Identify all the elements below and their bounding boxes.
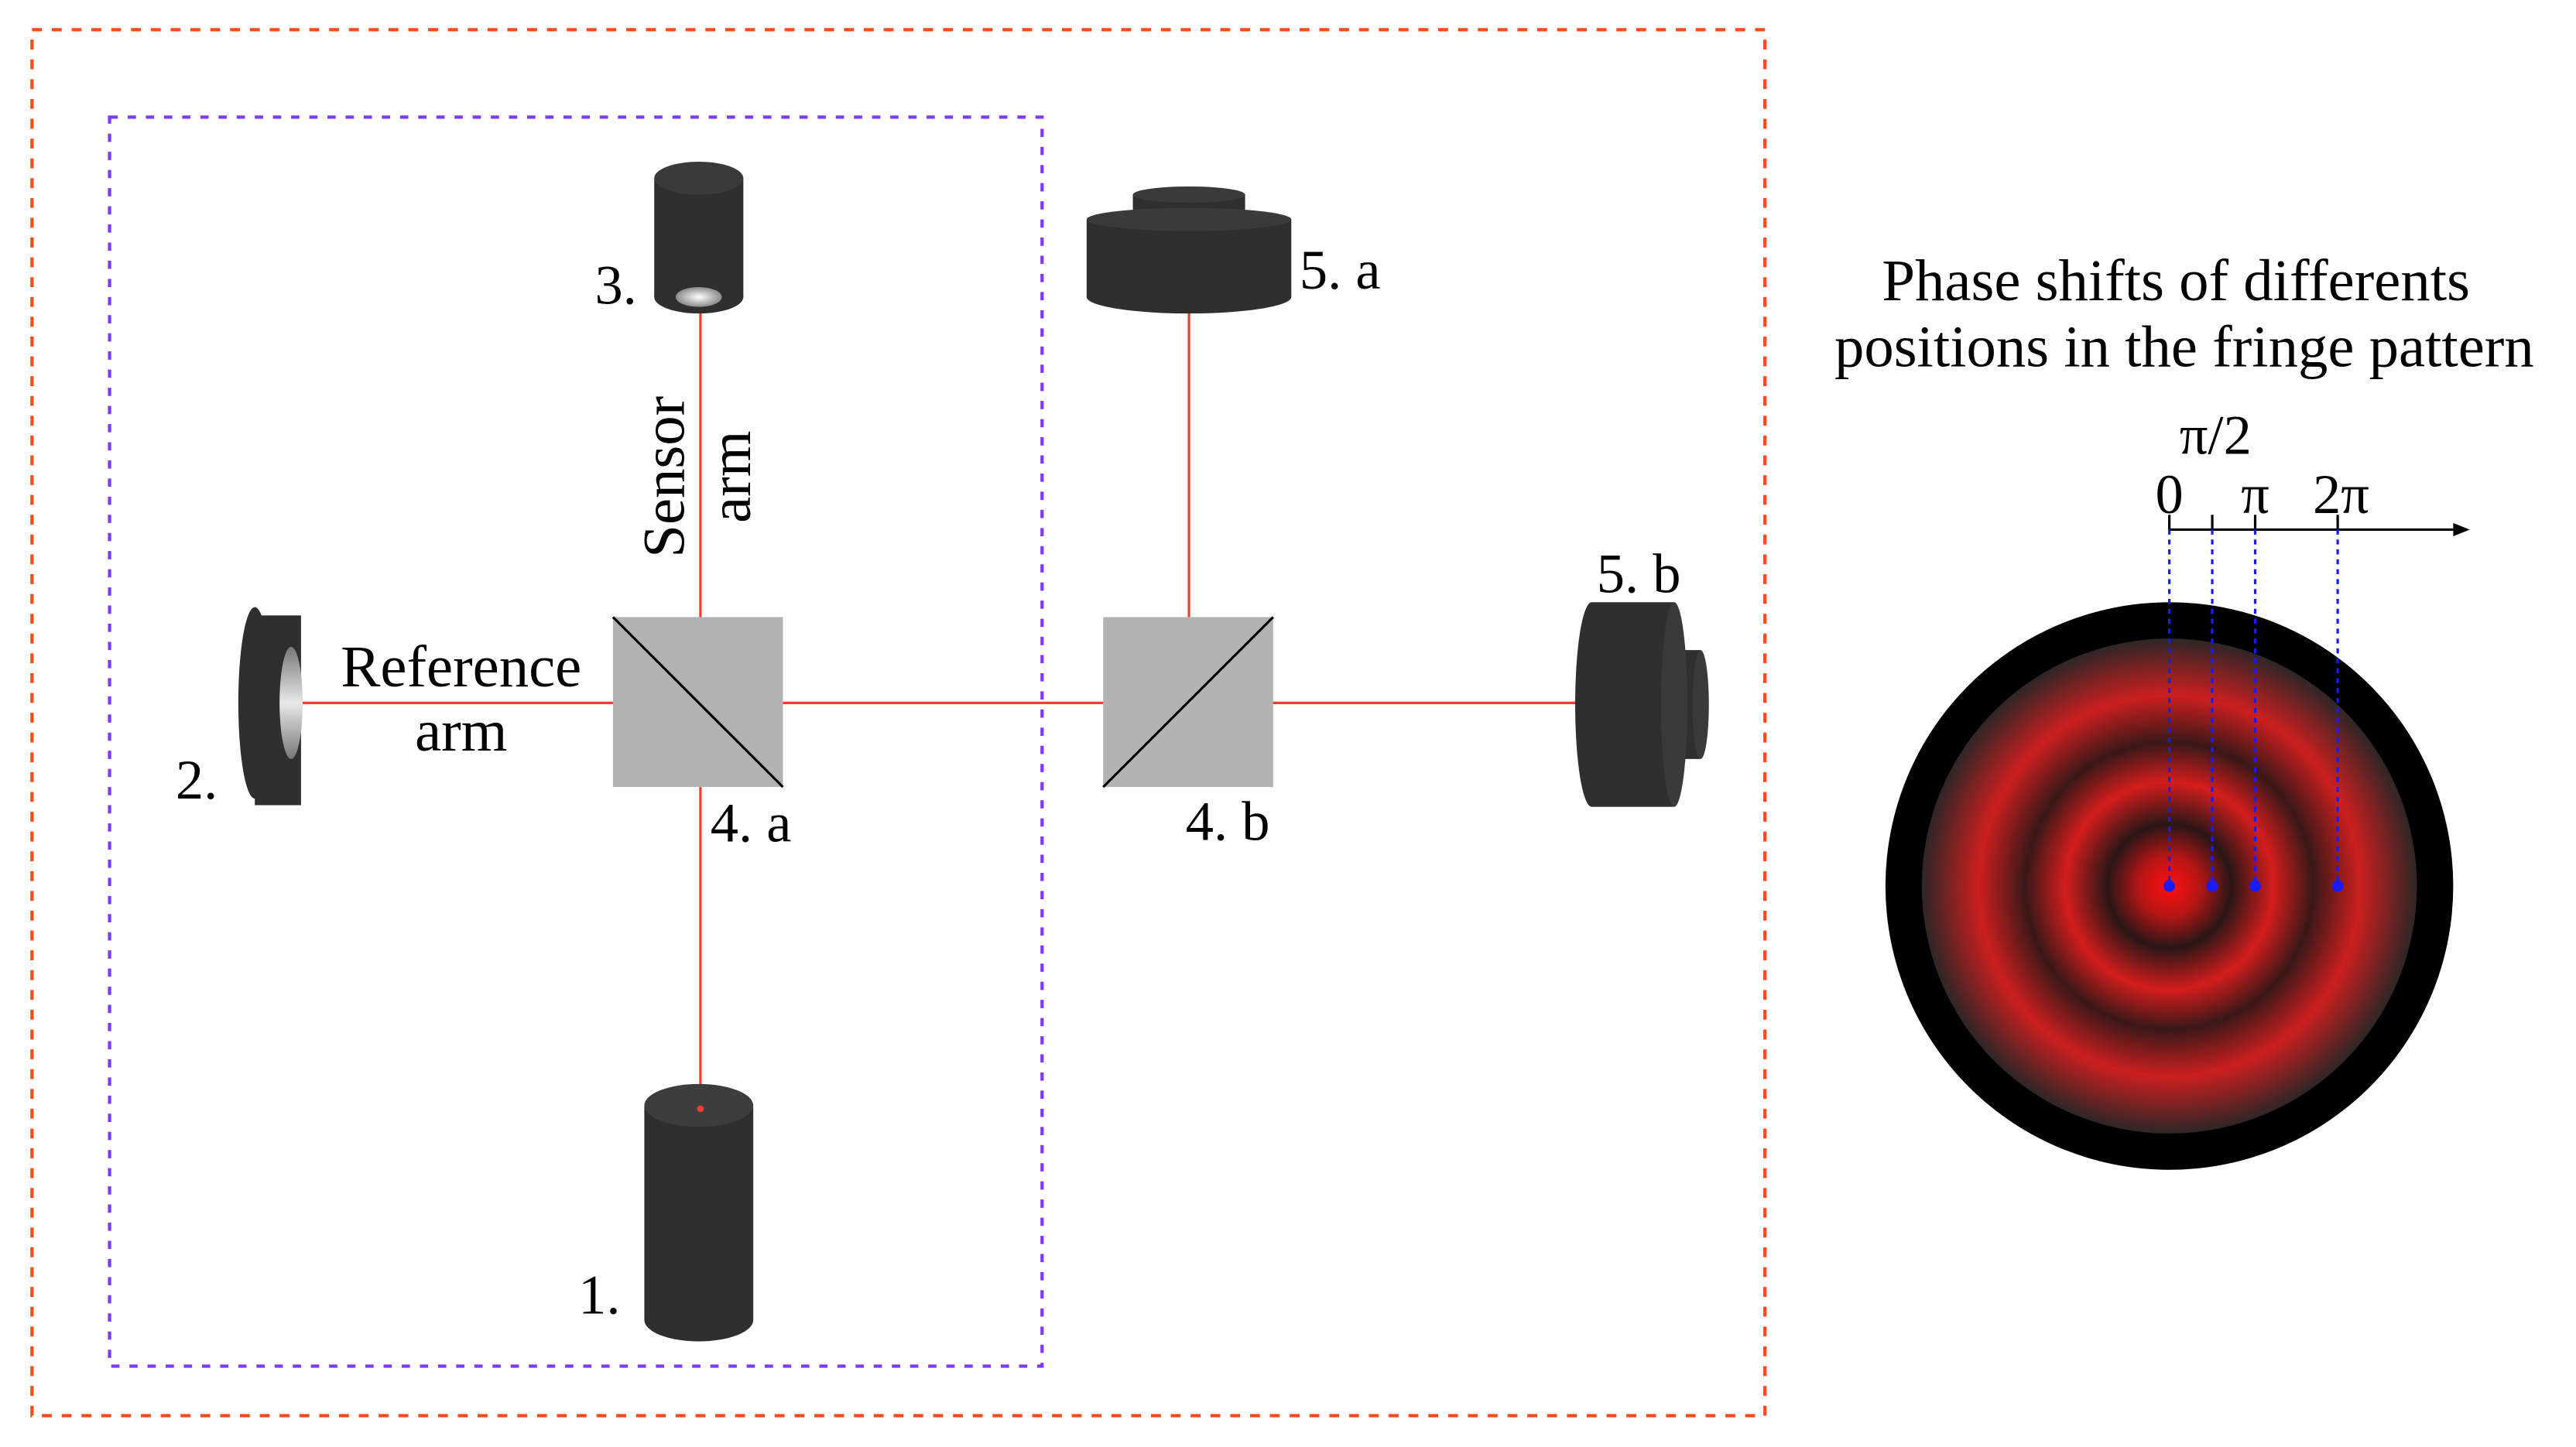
fringe-title-line1: Phase shifts of differents [1882, 248, 2470, 313]
laser-source-icon [644, 1083, 754, 1342]
label-laser: 1. [578, 1263, 620, 1326]
beamsplitter-a-icon [611, 616, 784, 788]
label-detector-b: 5. b [1597, 542, 1681, 604]
fringe-title-line2: positions in the fringe pattern [1834, 313, 2534, 379]
phase-label-pi: π [2241, 463, 2269, 525]
phase-axis [2168, 515, 2470, 536]
detector-b-icon [1575, 602, 1709, 807]
reference-arm-label-line2: arm [415, 698, 507, 764]
reference-mirror-icon [238, 607, 303, 806]
label-beamsplitter-b: 4. b [1186, 789, 1270, 852]
phase-marker-dots [2163, 880, 2344, 892]
phase-label-pi-half: π/2 [2180, 403, 2252, 466]
detector-a-icon [1086, 186, 1292, 314]
label-sensor-mirror: 3. [594, 253, 636, 316]
label-reference-mirror: 2. [176, 748, 218, 811]
phase-label-0: 0 [2156, 463, 2184, 525]
beamsplitter-b-icon [1102, 616, 1274, 788]
outer-boundary [30, 28, 1767, 1418]
label-detector-a: 5. a [1300, 238, 1381, 301]
phase-markers [2168, 529, 2339, 887]
sensor-arm-label-line1: Sensor [632, 396, 697, 558]
sensor-mirror-icon [654, 161, 744, 314]
phase-label-2pi: 2π [2313, 463, 2369, 525]
label-beamsplitter-a: 4. a [711, 791, 792, 853]
sensor-arm-label-line2: arm [697, 431, 763, 523]
reference-arm-label-line1: Reference [341, 634, 581, 700]
